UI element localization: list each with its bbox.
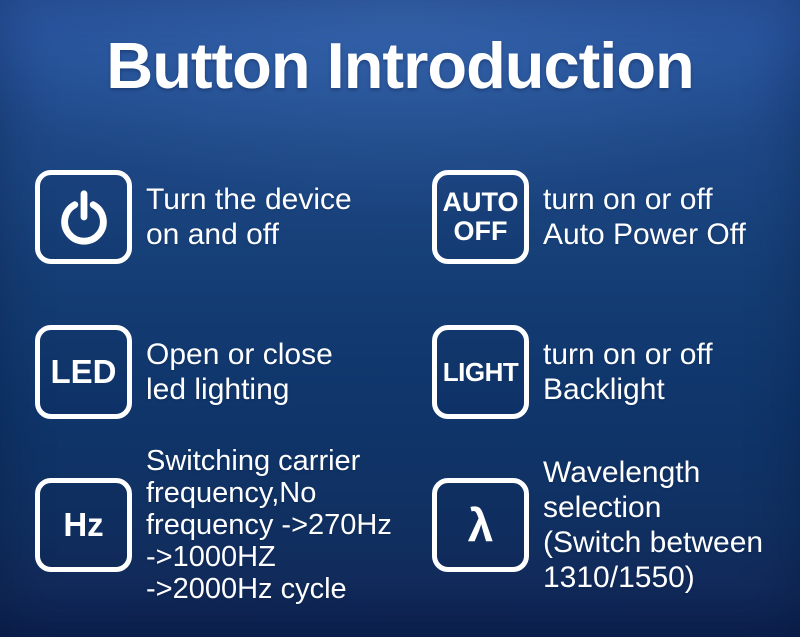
page-title: Button Introduction [106, 29, 695, 102]
auto-off-description: turn on or off Auto Power Off [543, 182, 746, 252]
desc-line: selection [543, 491, 662, 524]
light-label: LIGHT [442, 357, 519, 387]
desc-line: Switching carrier [146, 445, 361, 477]
button-cell-auto-off: AUTO OFF turn on or off Auto Power Off [432, 170, 746, 264]
led-label: LED [50, 353, 117, 390]
power-description: Turn the device on and off [146, 182, 352, 252]
lambda-label: λ [467, 499, 494, 551]
led-description: Open or close led lighting [146, 337, 333, 407]
wavelength-description: Wavelength selection (Switch between 131… [543, 455, 763, 595]
desc-line: ->1000HZ [146, 541, 276, 573]
button-cell-led: LED Open or close led lighting [35, 325, 333, 419]
led-button: LED [35, 325, 132, 419]
power-button [35, 170, 132, 264]
light-description: turn on or off Backlight [543, 337, 713, 407]
hz-label: Hz [63, 506, 104, 543]
desc-line: Turn the device [146, 183, 352, 216]
desc-line: on and off [146, 218, 279, 251]
desc-line: 1310/1550) [543, 561, 695, 594]
power-icon [60, 190, 107, 245]
desc-line: led lighting [146, 373, 290, 406]
auto-off-label-line2: OFF [453, 216, 508, 246]
desc-line: Backlight [543, 373, 665, 406]
desc-line: Open or close [146, 338, 333, 371]
desc-line: Wavelength [543, 456, 701, 489]
light-button: LIGHT [432, 325, 529, 419]
button-cell-light: LIGHT turn on or off Backlight [432, 325, 713, 419]
desc-line: (Switch between [543, 526, 764, 559]
hz-description: Switching carrier frequency,No frequency… [146, 445, 392, 605]
button-cell-power: Turn the device on and off [35, 170, 352, 264]
desc-line: turn on or off [543, 338, 713, 371]
desc-line: ->2000Hz cycle [146, 573, 347, 605]
desc-line: turn on or off [543, 183, 713, 216]
auto-off-label-line1: AUTO [442, 187, 519, 217]
button-cell-wavelength: λ Wavelength selection (Switch between 1… [432, 456, 763, 594]
desc-line: Auto Power Off [543, 218, 746, 251]
button-cell-hz: Hz Switching carrier frequency,No freque… [35, 445, 392, 605]
auto-off-button: AUTO OFF [432, 170, 529, 264]
hz-button: Hz [35, 478, 132, 572]
wavelength-button: λ [432, 478, 529, 572]
desc-line: frequency ->270Hz [146, 509, 392, 541]
desc-line: frequency,No [146, 477, 317, 509]
